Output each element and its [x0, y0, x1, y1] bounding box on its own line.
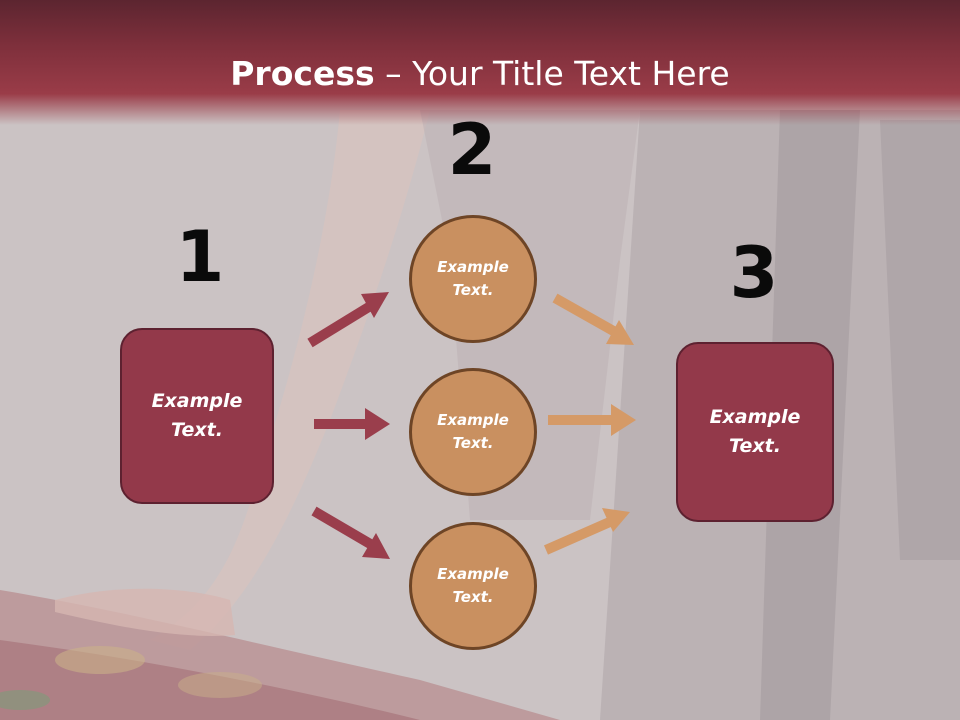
- circle-bottom-label: Example Text.: [437, 565, 509, 606]
- arrow-right-up: [543, 508, 630, 555]
- circle-top-label: Example Text.: [437, 258, 509, 299]
- header-band: [0, 0, 960, 125]
- arrow-left-up: [307, 292, 389, 348]
- circle-bottom[interactable]: Example Text.: [409, 522, 537, 650]
- title-bold: Process: [230, 54, 375, 93]
- circle-middle-label: Example Text.: [437, 411, 509, 452]
- arrow-right-down: [552, 293, 634, 345]
- arrow-right-middle: [548, 404, 636, 436]
- right-box[interactable]: Example Text.: [676, 342, 834, 522]
- arrow-left-down: [311, 506, 390, 559]
- circle-middle[interactable]: Example Text.: [409, 368, 537, 496]
- left-box-label: Example Text.: [151, 390, 243, 441]
- arrow-left-middle: [314, 408, 390, 440]
- slide-title: Process – Your Title Text Here: [0, 52, 960, 96]
- step-number-1: 1: [175, 216, 225, 298]
- circle-top[interactable]: Example Text.: [409, 215, 537, 343]
- step-number-3: 3: [729, 232, 779, 314]
- right-box-label: Example Text.: [709, 406, 801, 457]
- step-number-2: 2: [447, 109, 497, 191]
- title-rest: – Your Title Text Here: [374, 54, 730, 93]
- left-box[interactable]: Example Text.: [120, 328, 274, 504]
